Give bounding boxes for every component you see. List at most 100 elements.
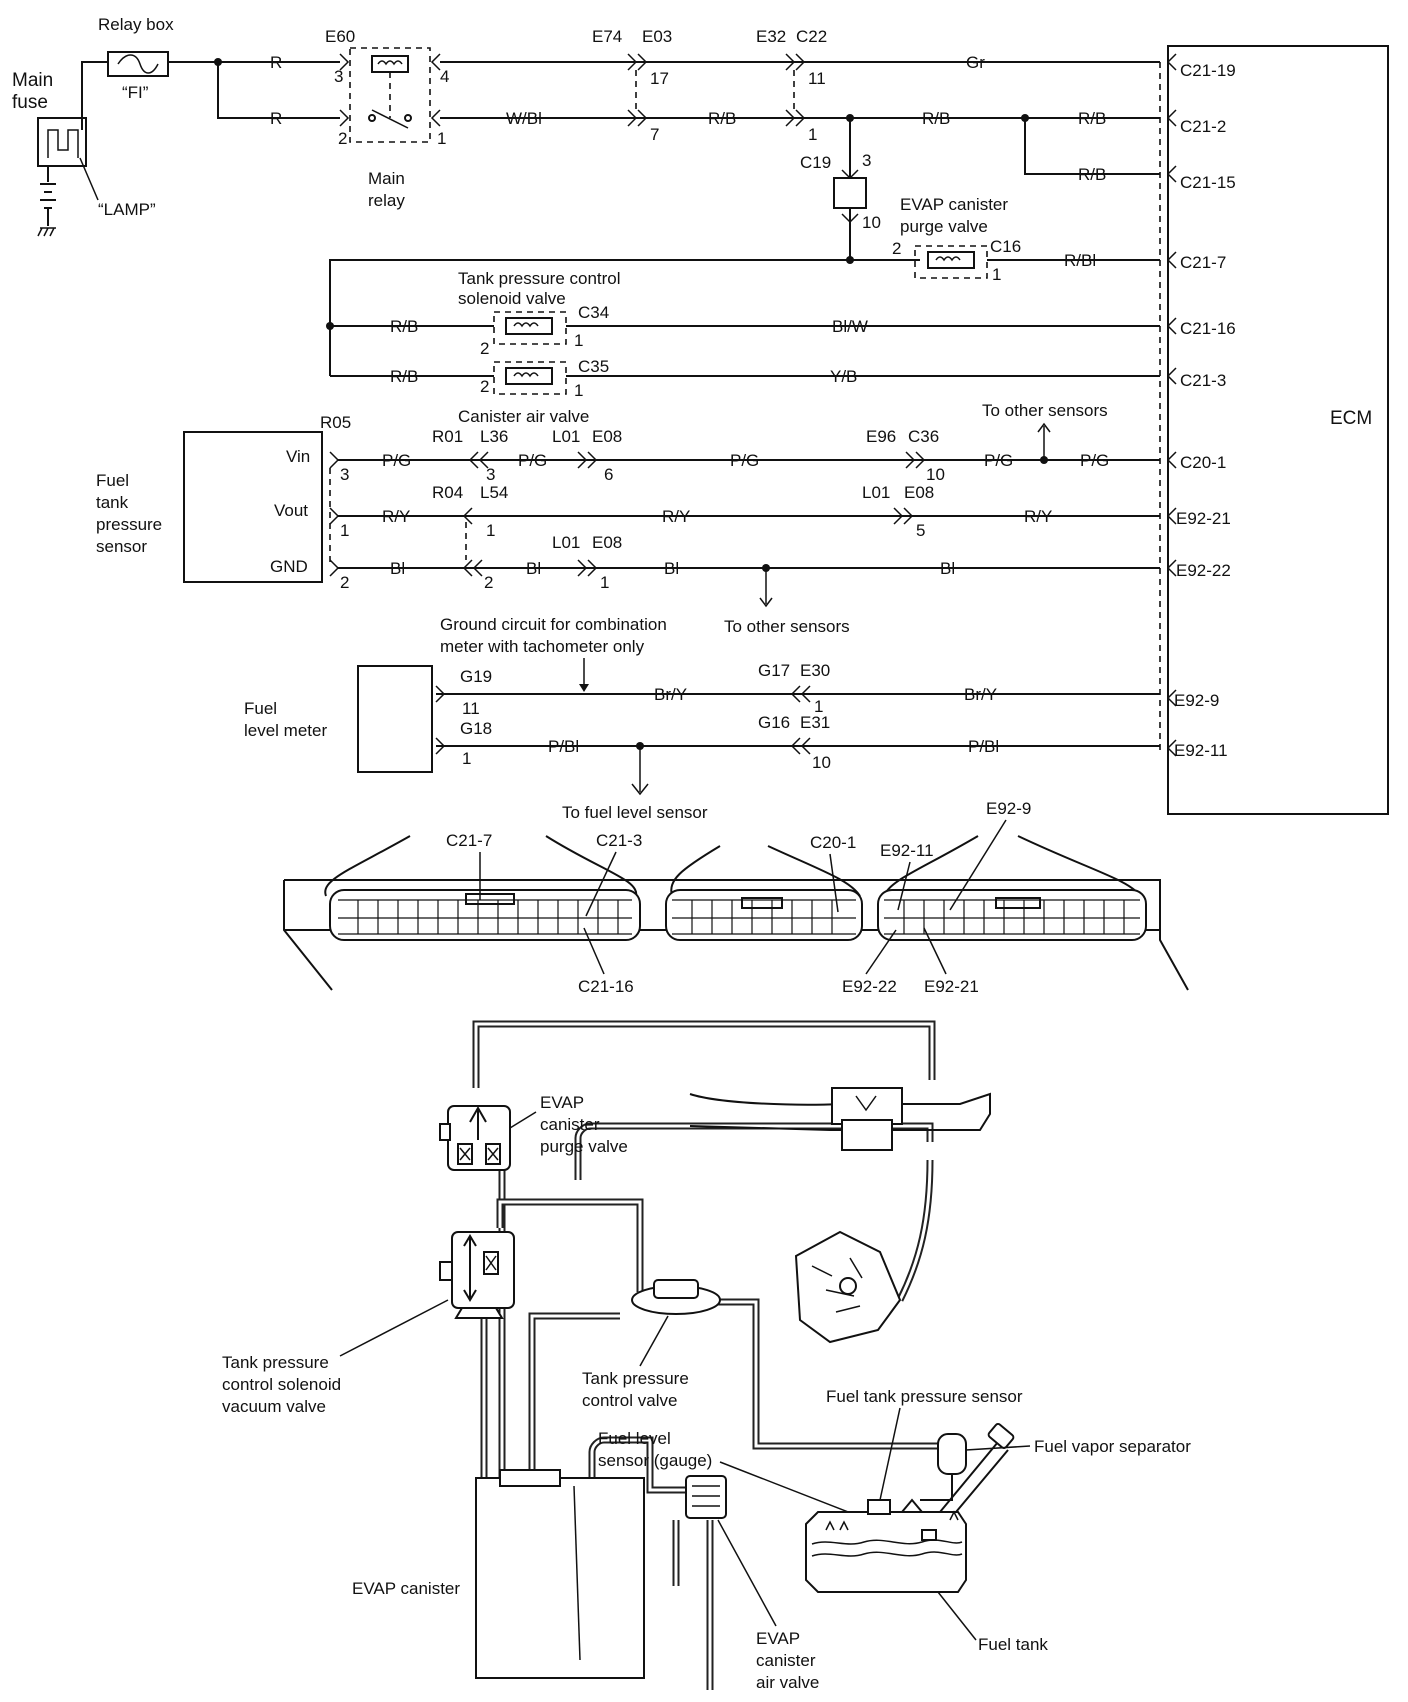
throttle-body <box>831 1087 903 1125</box>
ecm-terminal: E92-21 <box>1176 509 1231 528</box>
fuel-tank-pressure-sensor-part <box>867 1499 891 1515</box>
c36-pin-10: 10 <box>926 465 945 484</box>
wire-rb-c21-15 <box>1024 118 1160 175</box>
fuel-surface <box>811 1539 963 1545</box>
canister-cap <box>499 1469 561 1487</box>
fuel-tank-pressure-sensor-box <box>183 431 323 583</box>
tank-solenoid-label-2: solenoid valve <box>458 289 566 308</box>
wire-br-y-label-2: Br/Y <box>964 685 997 704</box>
connector-arrow <box>430 53 441 71</box>
wire-y-b-label: Y/B <box>830 367 857 386</box>
cv-e92-11: E92-11 <box>880 841 934 860</box>
connector-arrow <box>430 109 441 127</box>
cv-c21-3: C21-3 <box>596 831 642 850</box>
conn-e08-b: E08 <box>904 483 934 502</box>
tank-solenoid-label: Tank pressure control <box>458 269 621 288</box>
sensor-label-4: sensor <box>96 537 147 556</box>
r04-pin-1: 1 <box>486 521 495 540</box>
wire-bl-label-2: Bl <box>526 559 541 578</box>
connector-c21-latch <box>465 893 515 905</box>
sys-ftps-label: Fuel tank pressure sensor <box>826 1387 1023 1406</box>
main-fuse-element <box>47 129 79 158</box>
hose-solenoid-to-manifold-inner <box>576 1124 932 1180</box>
coil-x-marks <box>485 1255 497 1271</box>
connector-e31-symbol <box>790 737 811 755</box>
sys-tpcv-label: Tank pressure <box>582 1369 689 1388</box>
conn-l54: L54 <box>480 483 508 502</box>
ecm-pin-arrow <box>1166 739 1177 757</box>
c35-winding <box>513 372 539 378</box>
rollover-valve <box>899 1498 925 1513</box>
sys-air-valve-label: EVAP <box>756 1629 800 1648</box>
ecm-pin-arrow <box>1166 689 1177 707</box>
ecm-terminal: E92-22 <box>1176 561 1231 580</box>
air-valve-fins <box>692 1485 720 1507</box>
cv-leader <box>865 929 897 975</box>
conn-l01-a: L01 <box>552 427 580 446</box>
fuel-cap <box>987 1423 1015 1449</box>
e08-pin-1: 1 <box>600 573 609 592</box>
harness-curve <box>545 835 638 897</box>
lamp-leader <box>79 157 99 201</box>
meter-section: Ground circuit for combination meter wit… <box>244 615 1160 796</box>
connector-l36-symbol <box>468 451 489 469</box>
connector-c20-pins <box>672 899 856 935</box>
c19-part <box>833 177 867 209</box>
ecm-label: ECM <box>1330 408 1372 429</box>
arrow-down-icon <box>759 597 773 608</box>
evap-canister <box>475 1477 645 1679</box>
label-leader <box>639 1315 669 1367</box>
lamp-fuse-label: “LAMP” <box>98 200 156 219</box>
connector-c20-latch <box>741 897 783 909</box>
cv-c20-1: C20-1 <box>810 833 856 852</box>
ecm-pin-arrow <box>1166 53 1177 71</box>
cv-leader <box>829 853 839 913</box>
power-section: Main fuse Relay box “LAMP” “FI” R R E60 <box>12 15 1160 260</box>
sensor-gnd: GND <box>270 557 308 576</box>
main-relay-label: Main <box>368 169 405 188</box>
tank-solenoid-port <box>439 1261 453 1281</box>
c16-winding <box>935 256 961 262</box>
sys-fuel-level-label-2: sensor (gauge) <box>598 1451 712 1470</box>
to-other-sensors-top: To other sensors <box>982 401 1108 420</box>
ecm-terminal: C20-1 <box>1180 453 1226 472</box>
c16-housing <box>914 245 988 279</box>
main-relay-housing <box>349 47 431 143</box>
relay-contact-point <box>368 114 376 122</box>
connector-e03-symbol <box>627 53 648 71</box>
evap-purge-valve-port <box>439 1123 451 1141</box>
ecm-pin-arrow <box>1166 109 1177 127</box>
ecm-terminal: C21-19 <box>1180 61 1236 80</box>
c16-pin-1: 1 <box>992 265 1001 284</box>
c35-coil <box>505 367 553 385</box>
to-other-sensors-bottom: To other sensors <box>724 617 850 636</box>
arrow-down-icon <box>579 684 589 692</box>
ecm-pin-arrow <box>1166 451 1177 469</box>
g19-pin-11: 11 <box>462 699 480 718</box>
ground-note-2: meter with tachometer only <box>440 637 645 656</box>
coil-x-marks <box>459 1147 499 1161</box>
wire-ry-label-1: R/Y <box>382 507 410 526</box>
label-leader <box>717 1519 777 1627</box>
conn-c35: C35 <box>578 357 609 376</box>
connector-e92-latch <box>995 897 1041 909</box>
c16-coil <box>927 251 975 269</box>
wire-br-y-label-1: Br/Y <box>654 685 687 704</box>
wire-rb-c34-label: R/B <box>390 317 418 336</box>
hose-to-engine-inner <box>898 1159 932 1301</box>
fuel-level-sensor-part <box>921 1529 937 1541</box>
conn-c34: C34 <box>578 303 609 322</box>
e08-pin-6: 6 <box>604 465 613 484</box>
c34-coil <box>505 317 553 335</box>
tpcv-cap <box>653 1279 699 1299</box>
fuel-vapor-separator <box>937 1433 967 1475</box>
conn-r05: R05 <box>320 413 351 432</box>
wire-bl-label-4: Bl <box>940 559 955 578</box>
sensor-vin: Vin <box>286 447 310 466</box>
relay-box-label: Relay box <box>98 15 174 34</box>
hose-solenoid-to-tpcv-inner <box>498 1200 642 1292</box>
pin-7: 7 <box>650 125 659 144</box>
conn-e08-a: E08 <box>592 427 622 446</box>
evap-system-diagram: EVAP canister purge valve Tank pressure … <box>222 1020 1191 1692</box>
